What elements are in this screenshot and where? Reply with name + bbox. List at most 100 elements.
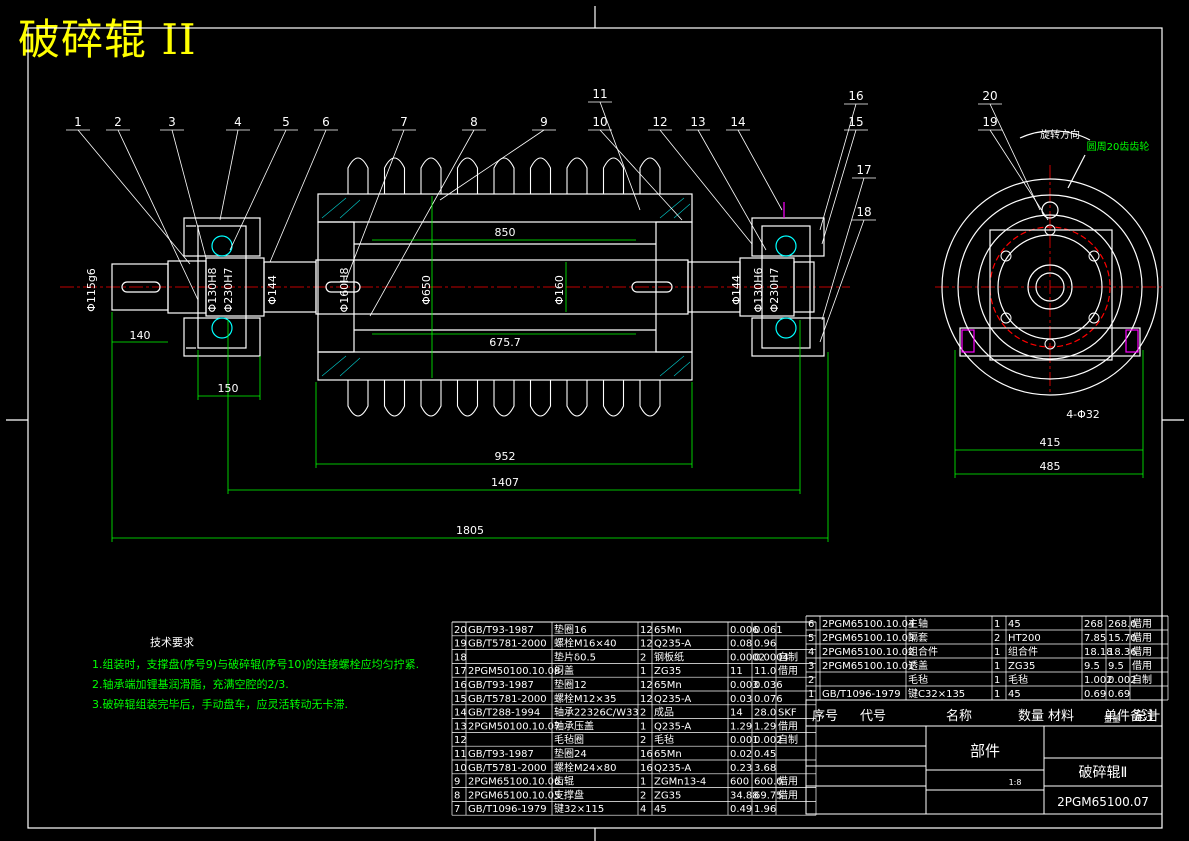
balloon-19: 19 <box>982 115 997 129</box>
tooth-bottom <box>420 380 442 417</box>
dim-d230h7: Φ230H7 <box>222 268 235 313</box>
tech-line-2: 2.轴承端加锂基润滑脂，充满空腔的2/3. <box>92 677 289 691</box>
leader-line <box>229 129 287 251</box>
leader-line <box>599 101 641 211</box>
bom-cell: 3 <box>808 661 814 672</box>
bom-cell: 垫圈12 <box>554 678 587 691</box>
dim-d130h8: Φ130H8 <box>206 268 219 313</box>
leader-line <box>737 129 783 211</box>
balloon-4: 4 <box>234 115 242 129</box>
bom-cell: 自制 <box>1132 673 1152 686</box>
bom-cell: 12 <box>640 639 653 650</box>
bom-cell: 2PGM50100.10.07 <box>468 721 560 732</box>
bom-cell: 支撑盘 <box>554 788 584 801</box>
bom-cell: Q235-A <box>654 639 691 650</box>
bom-cell: 18.36 <box>1108 647 1137 658</box>
bom-cell: 0.0002 <box>730 652 765 663</box>
tb-name: 破碎辊Ⅱ <box>1079 765 1128 781</box>
bom-cell: 借用 <box>1132 660 1152 672</box>
dimension-lines <box>111 196 1144 542</box>
bom-cell: 轴承压盖 <box>554 719 594 732</box>
bom-cell: GB/T288-1994 <box>468 708 540 719</box>
bom-header-weight: 单件 总计 <box>1104 709 1160 724</box>
tooth-bottom <box>529 380 552 417</box>
bom-cell: 18 <box>454 652 467 663</box>
bom-cell: 600.0 <box>754 777 783 788</box>
title-block-text: 部件 破碎辊Ⅱ 2PGM65100.07 1:8 <box>970 742 1149 809</box>
bom-cell: 1 <box>640 777 646 788</box>
dim-d144: Φ144 <box>266 275 279 305</box>
bom-header-qty: 数量 <box>1018 709 1044 724</box>
dim-1805: 1805 <box>456 524 484 537</box>
dim-850: 850 <box>495 226 516 239</box>
dim-d160h8: Φ160H8 <box>338 268 351 313</box>
section-hatching <box>321 197 691 377</box>
bom-cell: 0.001 <box>730 735 759 746</box>
bom-cell: 0.69 <box>1108 689 1130 700</box>
leader-line <box>819 103 857 231</box>
bom-cell: 2 <box>994 633 1000 644</box>
bom-header-weight2: 重量 <box>1104 714 1120 724</box>
balloon-8: 8 <box>470 115 478 129</box>
tooth-bottom <box>602 380 625 417</box>
bom-cell: 2PGM65100.10.02 <box>822 647 914 658</box>
bom-cell: 20 <box>454 625 467 636</box>
tech-line-3: 3.破碎辊组装完毕后，手动盘车，应灵活转动无卡滞. <box>92 697 348 711</box>
dim-1407: 1407 <box>491 476 519 489</box>
tooth-top <box>529 157 552 194</box>
bom-header: 序号代号名称数量材料单件 总计备注重量 <box>805 699 1163 727</box>
bom-cell: ZGMn13-4 <box>654 777 706 788</box>
tooth-bottom <box>383 380 406 417</box>
bom-cell: 1 <box>640 721 646 732</box>
bom-cell: 自制 <box>778 733 798 746</box>
bom-cell: 借用 <box>778 789 798 801</box>
bom-cell: 0.036 <box>754 680 783 691</box>
side-view-labels: 旋转方向 圆周20齿齿轮 <box>1040 128 1149 153</box>
tb-part: 部件 <box>970 742 1000 760</box>
bom-cell: 11.0 <box>754 666 776 677</box>
tooth-top <box>566 157 588 194</box>
bom-cell: 0.02 <box>730 749 752 760</box>
bom-cell: 7.85 <box>1084 633 1106 644</box>
bom-cell: 14 <box>454 708 467 719</box>
bom-cell: 成品 <box>654 707 674 719</box>
bom-cell: 12 <box>454 735 467 746</box>
bom-cell: 齿辊 <box>554 775 574 788</box>
roller-body <box>317 193 693 381</box>
bom-cell: 0.003 <box>730 680 759 691</box>
shaft <box>111 257 815 317</box>
side-bolt-holes <box>1000 224 1100 350</box>
drawing-frame <box>6 6 1184 841</box>
bom-cell: 12 <box>640 625 653 636</box>
roller-teeth <box>347 157 661 417</box>
bom-cell: GB/T93-1987 <box>468 749 534 760</box>
dim-415: 415 <box>1040 436 1061 449</box>
balloon-3: 3 <box>168 115 176 129</box>
balloon-15: 15 <box>848 115 863 129</box>
tooth-bottom <box>566 380 588 417</box>
leader-lines <box>66 101 1049 343</box>
bom-cell: 600 <box>730 777 749 788</box>
bom-cell: 2 <box>640 652 646 663</box>
leader-line <box>697 129 767 251</box>
tooth-top <box>347 157 369 194</box>
bom-cell: 螺栓M16×40 <box>554 637 616 650</box>
tech-heading: 技术要求 <box>150 636 194 649</box>
bom-cell: 28.0 <box>754 708 776 719</box>
bom-cell: 毛毡圈 <box>554 733 584 746</box>
leader-line <box>989 103 1041 211</box>
dim-d144b: Φ144 <box>730 275 743 305</box>
leader-line <box>369 129 475 317</box>
leader-line <box>599 129 683 221</box>
bom-cell: Q235-A <box>654 763 691 774</box>
bom-cell: 0.23 <box>730 763 752 774</box>
bom-header-name: 名称 <box>946 708 972 724</box>
leader-line <box>117 129 199 301</box>
bom-cell: 键C32×135 <box>908 687 965 700</box>
tooth-bottom <box>347 380 369 417</box>
bom-cell: 1 <box>994 675 1000 686</box>
